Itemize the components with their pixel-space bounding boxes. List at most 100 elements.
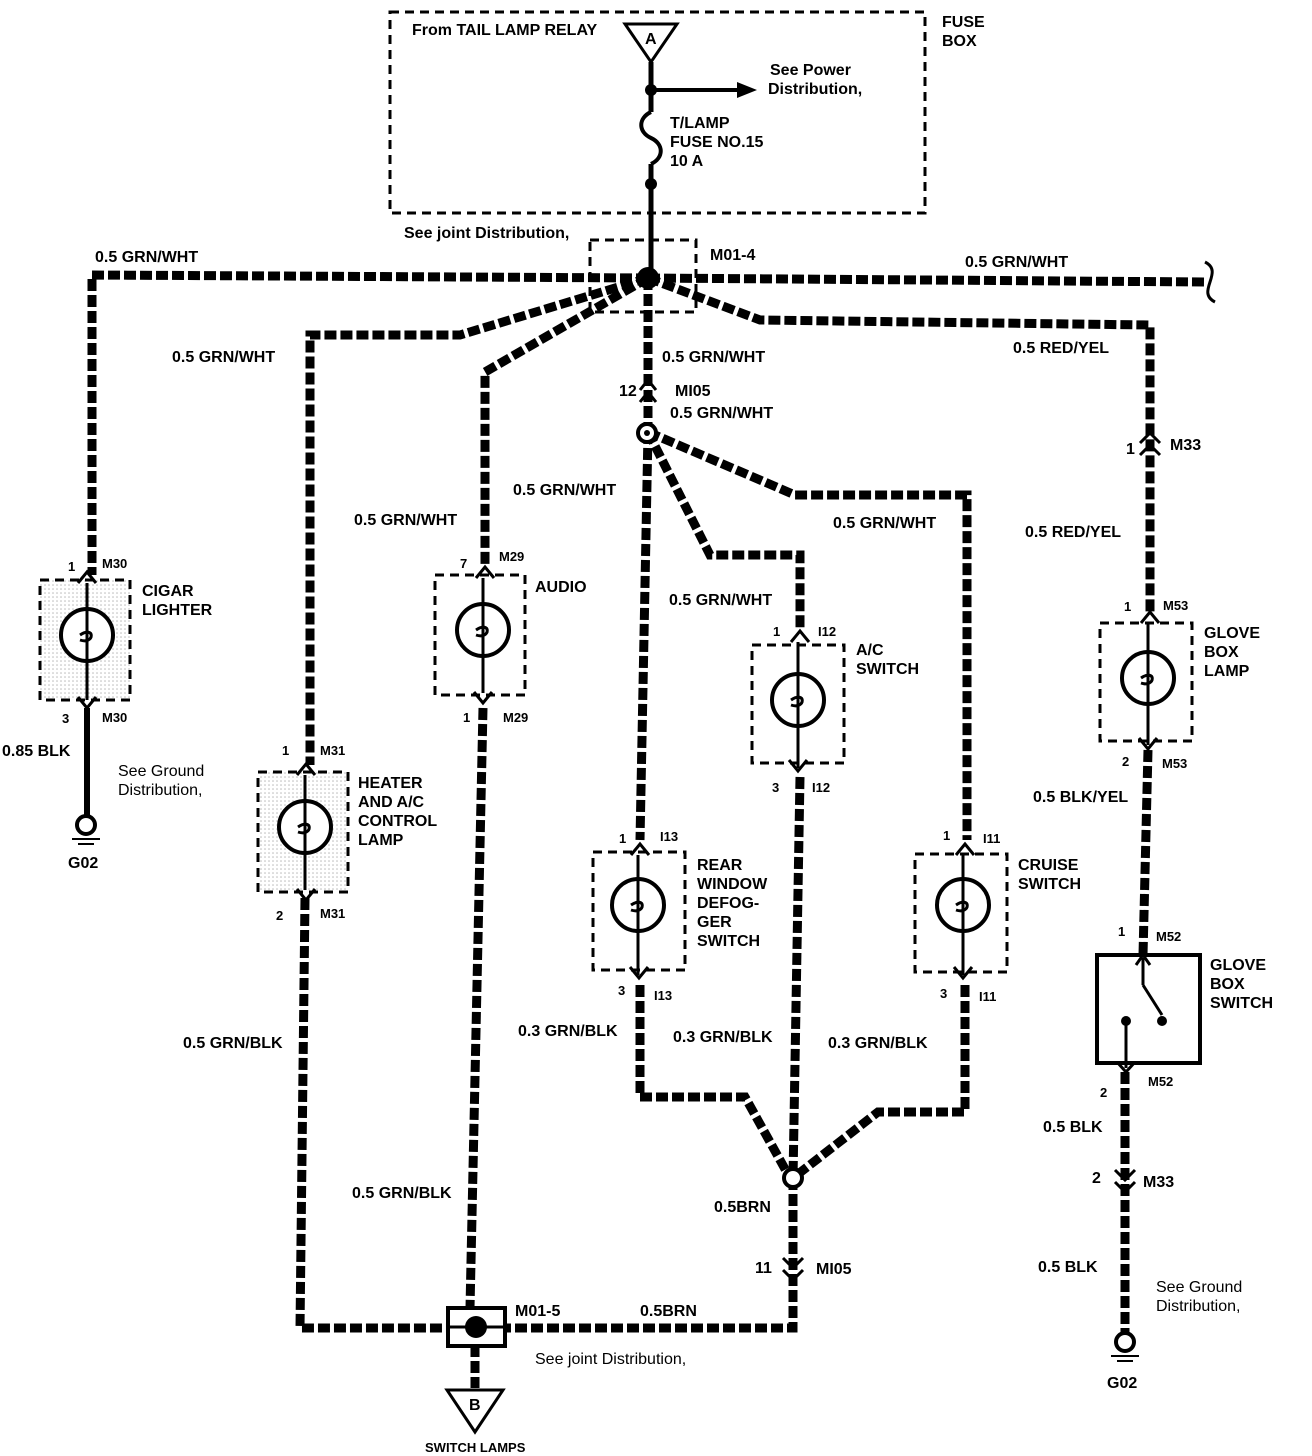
lbl-audio-out: 0.5 GRN/BLK xyxy=(352,1185,452,1202)
ground-right-see-2: Distribution, xyxy=(1156,1298,1240,1315)
switch-lamps-label: SWITCH LAMPS xyxy=(425,1440,526,1455)
ground-right-name: G02 xyxy=(1107,1375,1137,1392)
connector-mi05-bot: 11 MI05 xyxy=(755,1256,852,1283)
heater-name-2: AND A/C xyxy=(358,794,425,811)
cigar-name-1: CIGAR xyxy=(142,583,194,600)
ground-right-see-1: See Ground xyxy=(1156,1279,1242,1296)
glove-lamp-pin-out: 2 xyxy=(1122,754,1129,769)
m33-bot-name: M33 xyxy=(1143,1174,1174,1191)
fuse-name-1: T/LAMP xyxy=(670,115,730,132)
glove-lamp-name-3: LAMP xyxy=(1204,663,1250,680)
lbl-blk-yel: 0.5 BLK/YEL xyxy=(1033,789,1128,806)
wire-defog-out xyxy=(635,985,794,1181)
m33-bot-pin: 2 xyxy=(1092,1170,1101,1187)
harness-wires xyxy=(84,270,1206,1388)
lbl-center-after: 0.5 GRN/WHT xyxy=(670,405,773,422)
defog-name-2: WINDOW xyxy=(697,876,768,893)
cruise-conn-in: I11 xyxy=(983,831,1000,846)
lbl-cruise-feed: 0.5 GRN/WHT xyxy=(833,515,936,532)
glove-switch-conn-out: M52 xyxy=(1148,1074,1173,1089)
wire-brn xyxy=(505,1178,798,1333)
fuse-box-title-2: BOX xyxy=(942,33,977,50)
audio-name-1: AUDIO xyxy=(535,579,587,596)
cruise-conn-out: I11 xyxy=(979,989,996,1004)
joint-bottom-name: M01-5 xyxy=(515,1303,560,1320)
ac-pin-out: 3 xyxy=(772,780,779,795)
cruise-name-1: CRUISE xyxy=(1018,857,1079,874)
wire-break-symbol xyxy=(1204,260,1216,304)
connector-b-triangle xyxy=(444,1388,506,1435)
defog-name-1: REAR xyxy=(697,857,743,874)
cigar-name-2: LIGHTER xyxy=(142,602,213,619)
cruise-pin-in: 1 xyxy=(943,828,950,843)
lbl-cigar-gnd: 0.85 BLK xyxy=(2,743,71,760)
ground-left-see-2: Distribution, xyxy=(118,782,202,799)
wire-heater-out xyxy=(295,897,448,1333)
lbl-right-top: 0.5 GRN/WHT xyxy=(965,254,1068,271)
mi05-top-pin: 12 xyxy=(619,383,637,400)
defog-conn-in: I13 xyxy=(660,829,678,844)
heater-name-3: CONTROL xyxy=(358,813,437,830)
wire-blk-yel xyxy=(1138,749,1153,956)
fuse-box-outline xyxy=(388,10,927,215)
glove-switch-conn-in: M52 xyxy=(1156,929,1181,944)
joint-top-name: M01-4 xyxy=(710,247,755,264)
audio-pin-in: 7 xyxy=(460,556,467,571)
connector-b-label: B xyxy=(469,1397,481,1414)
connector-mi05-top: 12 MI05 xyxy=(619,377,711,403)
fuse-box: FUSE BOX From TAIL LAMP RELAY A See Powe… xyxy=(388,10,985,270)
connector-a-triangle xyxy=(622,22,680,65)
ac-switch: 1 I12 3 I12 A/C SWITCH xyxy=(750,624,919,795)
connector-a-label: A xyxy=(645,31,657,48)
heater-conn-in: M31 xyxy=(320,743,345,758)
lbl-cruise-out: 0.3 GRN/BLK xyxy=(828,1035,928,1052)
fuse-symbol xyxy=(639,110,663,166)
defog-pin-out: 3 xyxy=(618,983,625,998)
wire-ac-out xyxy=(788,776,805,1179)
ground-right: G02 See Ground Distribution, xyxy=(1107,1279,1242,1392)
splice-brn xyxy=(782,1167,804,1189)
ground-left-see-1: See Ground xyxy=(118,763,204,780)
connector-m33-top: 1 M33 xyxy=(1126,430,1201,458)
cigar-in-pin xyxy=(76,569,98,584)
wire-right-top xyxy=(647,273,1206,287)
glove-box-lamp: 1 M53 2 M53 GLOVE BOX LAMP xyxy=(1098,598,1260,771)
power-dist-arrow xyxy=(737,82,757,98)
wire-defog-feed xyxy=(635,431,653,841)
lbl-blk-2: 0.5 BLK xyxy=(1038,1259,1098,1276)
cruise-switch: 1 I11 3 I11 CRUISE SWITCH xyxy=(913,828,1081,1004)
lbl-heater-feed: 0.5 GRN/WHT xyxy=(172,349,275,366)
defog-name-5: SWITCH xyxy=(697,933,760,950)
glove-switch-pin-in: 1 xyxy=(1118,924,1125,939)
glove-switch-contact-icon xyxy=(1141,984,1164,1016)
wire-cruise-feed xyxy=(646,427,972,840)
lbl-ac-out: 0.3 GRN/BLK xyxy=(673,1029,773,1046)
wire-left-top xyxy=(87,270,649,575)
glove-switch-name-1: GLOVE xyxy=(1210,957,1266,974)
lbl-brn-bottom: 0.5BRN xyxy=(640,1303,697,1320)
lbl-center-feed: 0.5 GRN/WHT xyxy=(662,349,765,366)
ac-pin-in: 1 xyxy=(773,624,780,639)
ground-right-icon xyxy=(1114,1331,1136,1353)
cruise-pin-out: 3 xyxy=(940,986,947,1001)
heater-conn-out: M31 xyxy=(320,906,345,921)
audio-unit: 7 M29 1 M29 AUDIO xyxy=(433,549,587,725)
glove-lamp-conn-out: M53 xyxy=(1162,756,1187,771)
heater-name-1: HEATER xyxy=(358,775,423,792)
glove-lamp-conn-in: M53 xyxy=(1163,598,1188,613)
mi05-top-name: MI05 xyxy=(675,383,711,400)
m33-top-pin: 1 xyxy=(1126,441,1135,458)
joint-top-see: See joint Distribution, xyxy=(404,225,569,242)
fuse-name-2: FUSE NO.15 xyxy=(670,134,763,151)
cigar-pin-out: 3 xyxy=(62,711,69,726)
glove-lamp-name-1: GLOVE xyxy=(1204,625,1260,642)
wire-heater-feed xyxy=(305,273,650,765)
ground-left: G02 See Ground Distribution, xyxy=(68,763,204,872)
cigar-pin-in: 1 xyxy=(68,559,75,574)
mi05-bot-pin: 11 xyxy=(755,1260,772,1277)
see-power-2: Distribution, xyxy=(768,81,862,98)
lbl-ac-feed: 0.5 GRN/WHT xyxy=(669,592,772,609)
audio-pin-out: 1 xyxy=(463,710,470,725)
ground-left-icon xyxy=(75,814,97,836)
